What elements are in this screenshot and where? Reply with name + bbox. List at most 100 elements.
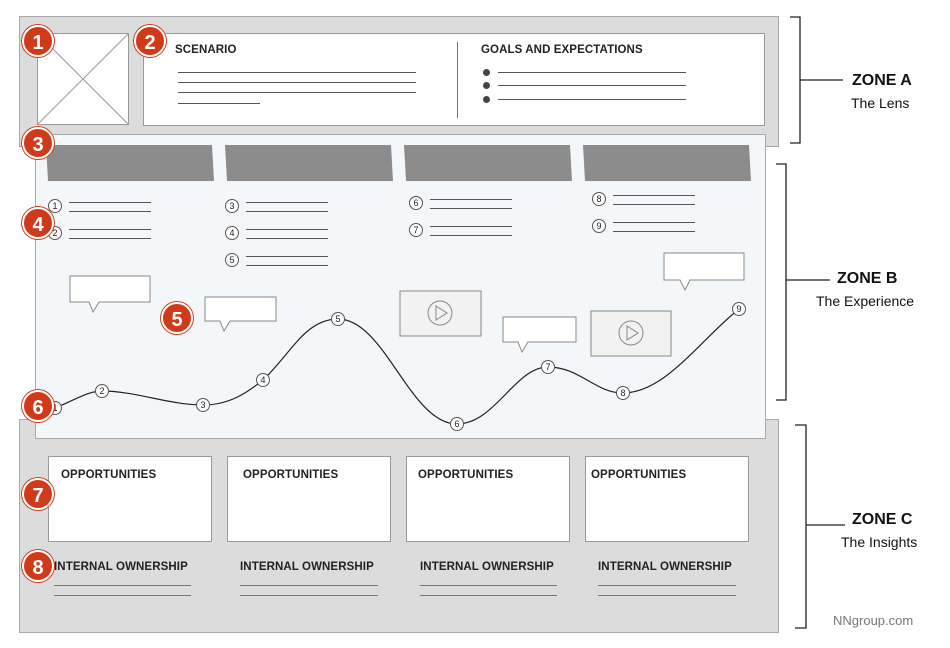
step-line — [246, 265, 328, 266]
step-line — [69, 202, 151, 203]
curve-point: 3 — [196, 398, 210, 412]
scenario-label: SCENARIO — [175, 44, 237, 56]
step-line — [69, 211, 151, 212]
step-line — [430, 226, 512, 227]
goal-line — [498, 99, 686, 100]
zone-b-bracket — [776, 163, 830, 401]
step-number-circle: 5 — [225, 253, 239, 267]
thought-bubble — [204, 296, 277, 333]
goal-line — [498, 85, 686, 86]
step-number-circle: 8 — [592, 192, 606, 206]
ownership-line — [598, 595, 736, 596]
curve-point: 2 — [95, 384, 109, 398]
opportunities-box — [585, 456, 749, 542]
source-credit: NNgroup.com — [833, 613, 914, 628]
step-line — [613, 204, 695, 205]
opportunities-box — [227, 456, 391, 542]
zone-c-subtitle: The Insights — [841, 534, 918, 550]
phase-bar — [225, 145, 393, 181]
step-line — [246, 211, 328, 212]
internal-ownership-label: INTERNAL OWNERSHIP — [54, 561, 188, 573]
phase-bar — [583, 145, 751, 181]
scenario-line — [178, 92, 416, 93]
ownership-line — [54, 585, 191, 586]
step-line — [613, 195, 695, 196]
step-number-circle: 4 — [225, 226, 239, 240]
step-number-circle: 7 — [409, 223, 423, 237]
scenario-line — [178, 72, 416, 73]
badge-1: 1 — [22, 25, 54, 57]
thought-bubble — [663, 252, 745, 292]
opportunities-label: OPPORTUNITIES — [61, 469, 157, 481]
step-line — [69, 238, 151, 239]
goal-bullet — [483, 82, 490, 89]
ownership-line — [598, 585, 736, 586]
goal-line — [498, 72, 686, 73]
opportunities-box — [406, 456, 570, 542]
curve-point: 6 — [450, 417, 464, 431]
zone-a-title: ZONE A — [852, 72, 912, 89]
video-play-icon — [399, 290, 482, 337]
step-line — [246, 229, 328, 230]
curve-point: 7 — [541, 360, 555, 374]
step-line — [246, 256, 328, 257]
phase-bar — [46, 145, 214, 181]
scenario-goals-divider — [457, 42, 458, 118]
badge-6: 6 — [22, 390, 54, 422]
opportunities-label: OPPORTUNITIES — [591, 469, 687, 481]
scenario-line — [178, 82, 416, 83]
zone-c-title: ZONE C — [852, 511, 913, 528]
zone-a-bracket — [790, 16, 843, 144]
step-line — [430, 208, 512, 209]
step-line — [246, 202, 328, 203]
badge-8: 8 — [22, 550, 54, 582]
opportunities-label: OPPORTUNITIES — [243, 469, 339, 481]
zone-a-subtitle: The Lens — [851, 95, 910, 111]
curve-point: 9 — [732, 302, 746, 316]
step-line — [430, 199, 512, 200]
internal-ownership-label: INTERNAL OWNERSHIP — [240, 561, 374, 573]
emotion-curve-line — [54, 308, 740, 425]
badge-3: 3 — [22, 127, 54, 159]
persona-image-placeholder — [37, 33, 129, 125]
curve-point: 5 — [331, 312, 345, 326]
phase-bar — [404, 145, 572, 181]
badge-7: 7 — [22, 478, 54, 510]
ownership-line — [420, 595, 557, 596]
badge-2: 2 — [134, 25, 166, 57]
step-number-circle: 1 — [48, 199, 62, 213]
step-line — [246, 238, 328, 239]
step-line — [613, 222, 695, 223]
ownership-line — [240, 595, 378, 596]
thought-bubble — [69, 275, 151, 314]
goal-bullet — [483, 96, 490, 103]
badge-4: 4 — [22, 207, 54, 239]
goals-label: GOALS AND EXPECTATIONS — [481, 44, 643, 56]
step-line — [613, 231, 695, 232]
goal-bullet — [483, 69, 490, 76]
ownership-line — [420, 585, 557, 586]
internal-ownership-label: INTERNAL OWNERSHIP — [598, 561, 732, 573]
step-number-circle: 6 — [409, 196, 423, 210]
step-number-circle: 3 — [225, 199, 239, 213]
zone-b-subtitle: The Experience — [816, 293, 915, 309]
thought-bubble — [502, 316, 577, 354]
ownership-line — [240, 585, 378, 586]
badge-5: 5 — [161, 302, 193, 334]
video-play-icon — [590, 310, 672, 357]
step-line — [69, 229, 151, 230]
internal-ownership-label: INTERNAL OWNERSHIP — [420, 561, 554, 573]
curve-point: 4 — [256, 373, 270, 387]
step-line — [430, 235, 512, 236]
opportunities-box — [48, 456, 212, 542]
step-number-circle: 9 — [592, 219, 606, 233]
ownership-line — [54, 595, 191, 596]
curve-point: 8 — [616, 386, 630, 400]
scenario-line — [178, 103, 260, 104]
opportunities-label: OPPORTUNITIES — [418, 469, 514, 481]
